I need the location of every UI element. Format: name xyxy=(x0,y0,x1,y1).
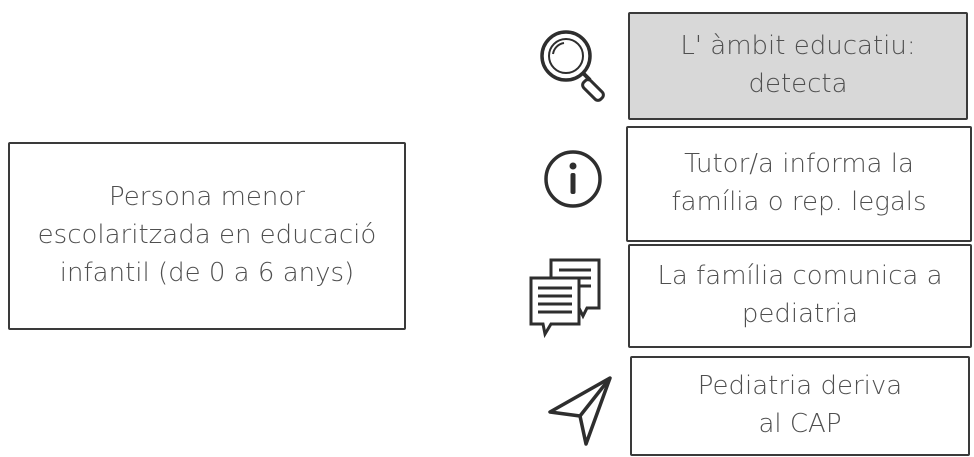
magnifier-icon xyxy=(536,26,614,102)
step-box-inform: Tutor/a informa la família o rep. legals xyxy=(626,126,972,242)
step-text-detect: L' àmbit educatiu: detecta xyxy=(680,31,916,99)
step-box-detect: L' àmbit educatiu: detecta xyxy=(628,12,968,120)
step-text-refer: Pediatria deriva al CAP xyxy=(697,371,903,439)
document-icon xyxy=(527,256,607,340)
info-icon xyxy=(542,148,604,210)
source-box: Persona menor escolaritzada en educació … xyxy=(8,142,406,330)
send-icon xyxy=(546,372,616,448)
step-text-communicate: La família comunica a pediatria xyxy=(657,261,943,329)
step-box-refer: Pediatria deriva al CAP xyxy=(630,356,970,456)
source-box-text: Persona menor escolaritzada en educació … xyxy=(37,182,377,288)
step-box-communicate: La família comunica a pediatria xyxy=(628,244,972,348)
step-text-inform: Tutor/a informa la família o rep. legals xyxy=(671,149,927,217)
